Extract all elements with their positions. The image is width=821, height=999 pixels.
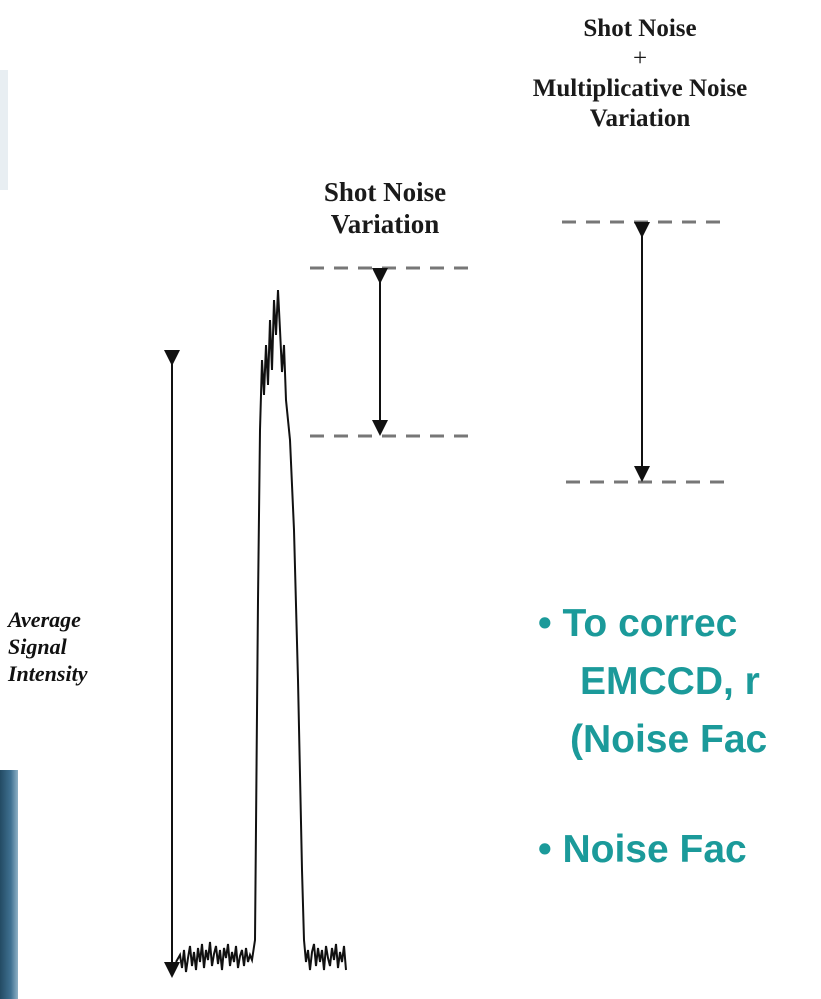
axis-label-line1: Average xyxy=(8,607,81,632)
edge-decoration-bottom xyxy=(0,770,18,999)
shot-label-line1: Shot Noise xyxy=(323,177,447,207)
shot-label-line2: Variation xyxy=(330,209,440,240)
bullet-line-3: (Noise Fac xyxy=(570,718,768,761)
axis-label-line2: Signal xyxy=(8,634,67,660)
bullet-line-4: • Noise Fac xyxy=(538,828,747,871)
average-signal-intensity-label: Average Signal Intensity xyxy=(8,606,87,687)
axis-label-line3: Intensity xyxy=(8,661,88,687)
combined-noise-label: Shot Noise + Multiplicative Noise Variat… xyxy=(470,14,810,134)
combined-label-plus: + xyxy=(632,45,648,72)
edge-decoration-top xyxy=(0,70,8,190)
signal-trace xyxy=(175,289,347,973)
combined-label-bottom: Variation xyxy=(589,105,691,132)
bullet-line-2: EMCCD, r xyxy=(580,660,760,703)
combined-label-mid: Multiplicative Noise xyxy=(532,75,748,102)
combined-label-top: Shot Noise xyxy=(583,15,697,42)
bullet-line-1: • To correc xyxy=(538,602,738,645)
shot-noise-label: Shot Noise Variation xyxy=(280,176,490,241)
